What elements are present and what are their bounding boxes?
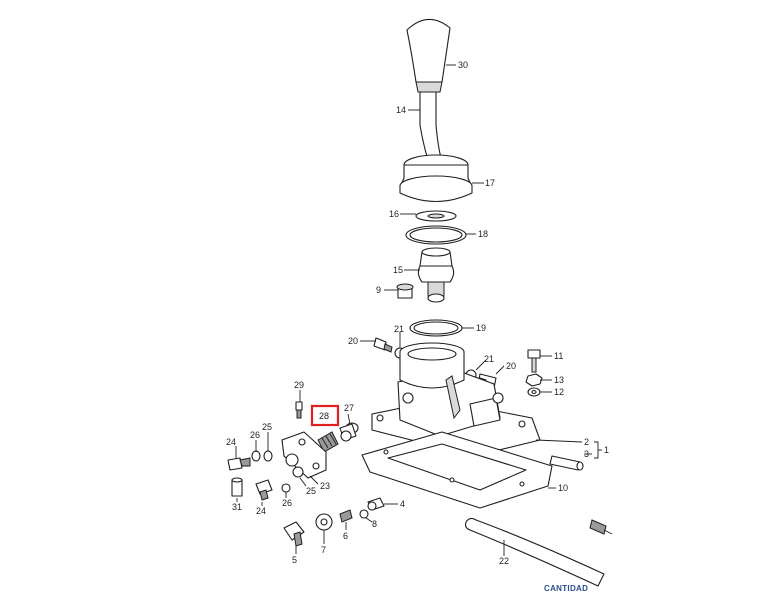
- callout-5[interactable]: 5: [292, 555, 297, 565]
- lever-seat: [417, 247, 455, 303]
- callout-2[interactable]: 2: [584, 437, 589, 447]
- washer-25a: [263, 450, 273, 462]
- washer-26a: [251, 450, 261, 462]
- callout-22[interactable]: 22: [499, 556, 509, 566]
- callout-26b[interactable]: 26: [282, 498, 292, 508]
- callout-26a[interactable]: 26: [250, 430, 260, 440]
- gear-knob: [406, 18, 451, 93]
- gasket: [361, 431, 553, 509]
- shift-boot: [399, 154, 473, 202]
- callout-19[interactable]: 19: [476, 323, 486, 333]
- callout-3[interactable]: 3: [584, 449, 589, 459]
- bolt-29: [295, 401, 303, 419]
- callout-31[interactable]: 31: [232, 502, 242, 512]
- callout-20b[interactable]: 20: [506, 361, 516, 371]
- bolt-24a: [227, 457, 251, 471]
- boot-ring: [405, 225, 467, 245]
- callout-28[interactable]: 28: [319, 411, 329, 421]
- callout-21a[interactable]: 21: [394, 324, 404, 334]
- leader-lines: [235, 64, 602, 556]
- hose-22: [464, 517, 605, 587]
- ring-8: [359, 509, 369, 519]
- callout-7[interactable]: 7: [321, 545, 326, 555]
- plug-4: [367, 497, 385, 511]
- washer-7: [315, 513, 333, 531]
- callout-8[interactable]: 8: [372, 519, 377, 529]
- callout-12[interactable]: 12: [554, 387, 564, 397]
- washer-12: [527, 387, 541, 397]
- callout-25b[interactable]: 25: [306, 486, 316, 496]
- shifter-housing: [371, 342, 541, 457]
- direction-marker: [589, 519, 613, 535]
- spring-6: [339, 509, 353, 523]
- callout-29[interactable]: 29: [294, 380, 304, 390]
- callout-30[interactable]: 30: [458, 60, 468, 70]
- callout-16[interactable]: 16: [389, 209, 399, 219]
- callout-6[interactable]: 6: [343, 531, 348, 541]
- nut-13: [525, 373, 543, 387]
- callout-10[interactable]: 10: [558, 483, 568, 493]
- o-ring: [409, 319, 463, 337]
- callout-21b[interactable]: 21: [484, 354, 494, 364]
- callout-23[interactable]: 23: [320, 481, 330, 491]
- callout-11[interactable]: 11: [554, 351, 563, 361]
- pivot-27: [339, 422, 359, 442]
- washer-26b: [281, 483, 291, 493]
- pin-3: [549, 455, 584, 471]
- callout-25a[interactable]: 25: [262, 422, 272, 432]
- bolt-11: [527, 349, 541, 373]
- bolt-24b: [255, 479, 273, 501]
- bolt-5: [283, 521, 305, 547]
- quantity-link[interactable]: CANTIDAD: [544, 584, 589, 593]
- highlight-box: [310, 404, 340, 427]
- washer-25b: [292, 466, 304, 478]
- boot-washer: [415, 210, 457, 222]
- callout-14[interactable]: 14: [396, 105, 406, 115]
- callout-20a[interactable]: 20: [348, 336, 358, 346]
- callout-13[interactable]: 13: [554, 375, 564, 385]
- callout-18[interactable]: 18: [478, 229, 488, 239]
- callout-24a[interactable]: 24: [226, 437, 236, 447]
- callout-4[interactable]: 4: [400, 499, 405, 509]
- callout-17[interactable]: 17: [485, 178, 495, 188]
- bushing-31: [231, 477, 243, 497]
- callout-27[interactable]: 27: [344, 403, 354, 413]
- plug: [396, 283, 414, 299]
- callout-1[interactable]: 1: [604, 445, 609, 455]
- callout-15[interactable]: 15: [393, 265, 403, 275]
- callout-labels: 30 14 17 16 18 15 9 19 20 21 21 20 11 13…: [226, 60, 609, 566]
- bracket-23: [281, 431, 327, 479]
- callout-24b[interactable]: 24: [256, 506, 266, 516]
- callout-9[interactable]: 9: [376, 285, 381, 295]
